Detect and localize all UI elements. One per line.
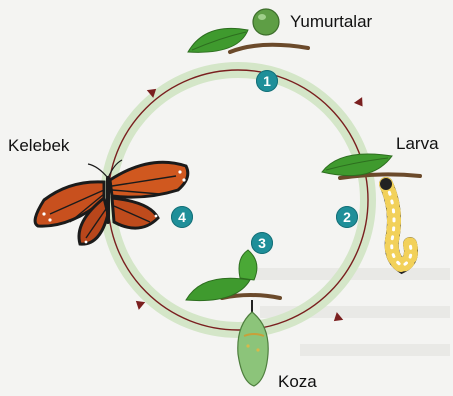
stage-label-butterfly: Kelebek xyxy=(8,136,69,156)
stage-label-larva: Larva xyxy=(396,134,439,154)
stage-number-badge-4: 4 xyxy=(171,206,193,228)
caterpillar-icon xyxy=(380,178,411,266)
arrowhead-1-to-2 xyxy=(354,97,367,109)
arrowhead-2-to-3 xyxy=(331,312,344,325)
stage-number-badge-2: 2 xyxy=(336,206,358,228)
leaf-icon xyxy=(322,154,392,176)
stage-number-badge-1: 1 xyxy=(256,70,278,92)
stage-number-badge-3: 3 xyxy=(251,232,273,254)
egg-icon xyxy=(253,9,279,35)
stage-label-pupa: Koza xyxy=(278,372,317,392)
stage-label-eggs: Yumurtalar xyxy=(290,12,372,32)
